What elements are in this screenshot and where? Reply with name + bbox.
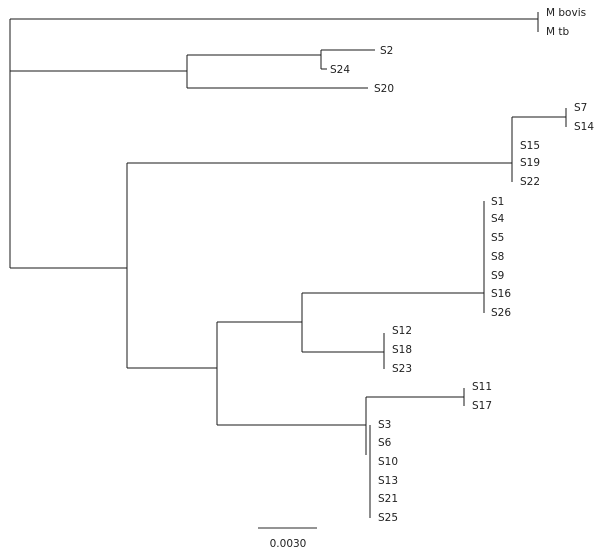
tip-label-s6: S6 bbox=[378, 437, 392, 449]
tip-label-s23: S23 bbox=[392, 363, 412, 375]
tip-label-s11: S11 bbox=[472, 381, 492, 393]
tip-label-m-tb: M tb bbox=[546, 26, 570, 38]
tip-label-s15: S15 bbox=[520, 140, 540, 152]
tip-label-s1: S1 bbox=[491, 196, 504, 208]
tip-label-s7: S7 bbox=[574, 102, 587, 114]
tip-label-s10: S10 bbox=[378, 456, 398, 468]
tip-label-s19: S19 bbox=[520, 157, 540, 169]
tip-label-s3: S3 bbox=[378, 419, 391, 431]
tip-label-s8: S8 bbox=[491, 251, 504, 263]
tip-label-s25: S25 bbox=[378, 512, 398, 524]
tip-label-s9: S9 bbox=[491, 270, 504, 282]
tip-label-s13: S13 bbox=[378, 475, 398, 487]
scale-bar-label: 0.0030 bbox=[270, 538, 307, 550]
tip-label-s24: S24 bbox=[330, 64, 350, 76]
tip-label-s2: S2 bbox=[380, 45, 393, 57]
tip-label-s22: S22 bbox=[520, 176, 540, 188]
tip-label-s17: S17 bbox=[472, 400, 492, 412]
tip-label-s4: S4 bbox=[491, 213, 505, 225]
tip-label-s5: S5 bbox=[491, 232, 504, 244]
tree-branches bbox=[9, 12, 567, 518]
tip-label-s21: S21 bbox=[378, 493, 398, 505]
tip-label-s26: S26 bbox=[491, 307, 511, 319]
tip-label-m-bovis: M bovis bbox=[546, 7, 586, 19]
scale-bar: 0.0030 bbox=[258, 527, 317, 550]
tip-label-s16: S16 bbox=[491, 288, 511, 300]
tip-label-s12: S12 bbox=[392, 325, 412, 337]
tip-label-s20: S20 bbox=[374, 83, 394, 95]
tip-label-s18: S18 bbox=[392, 344, 412, 356]
tip-label-s14: S14 bbox=[574, 121, 594, 133]
tip-labels: M bovis M tb S2 S24 S20 S7 S14 S15 S19 S… bbox=[330, 7, 594, 524]
